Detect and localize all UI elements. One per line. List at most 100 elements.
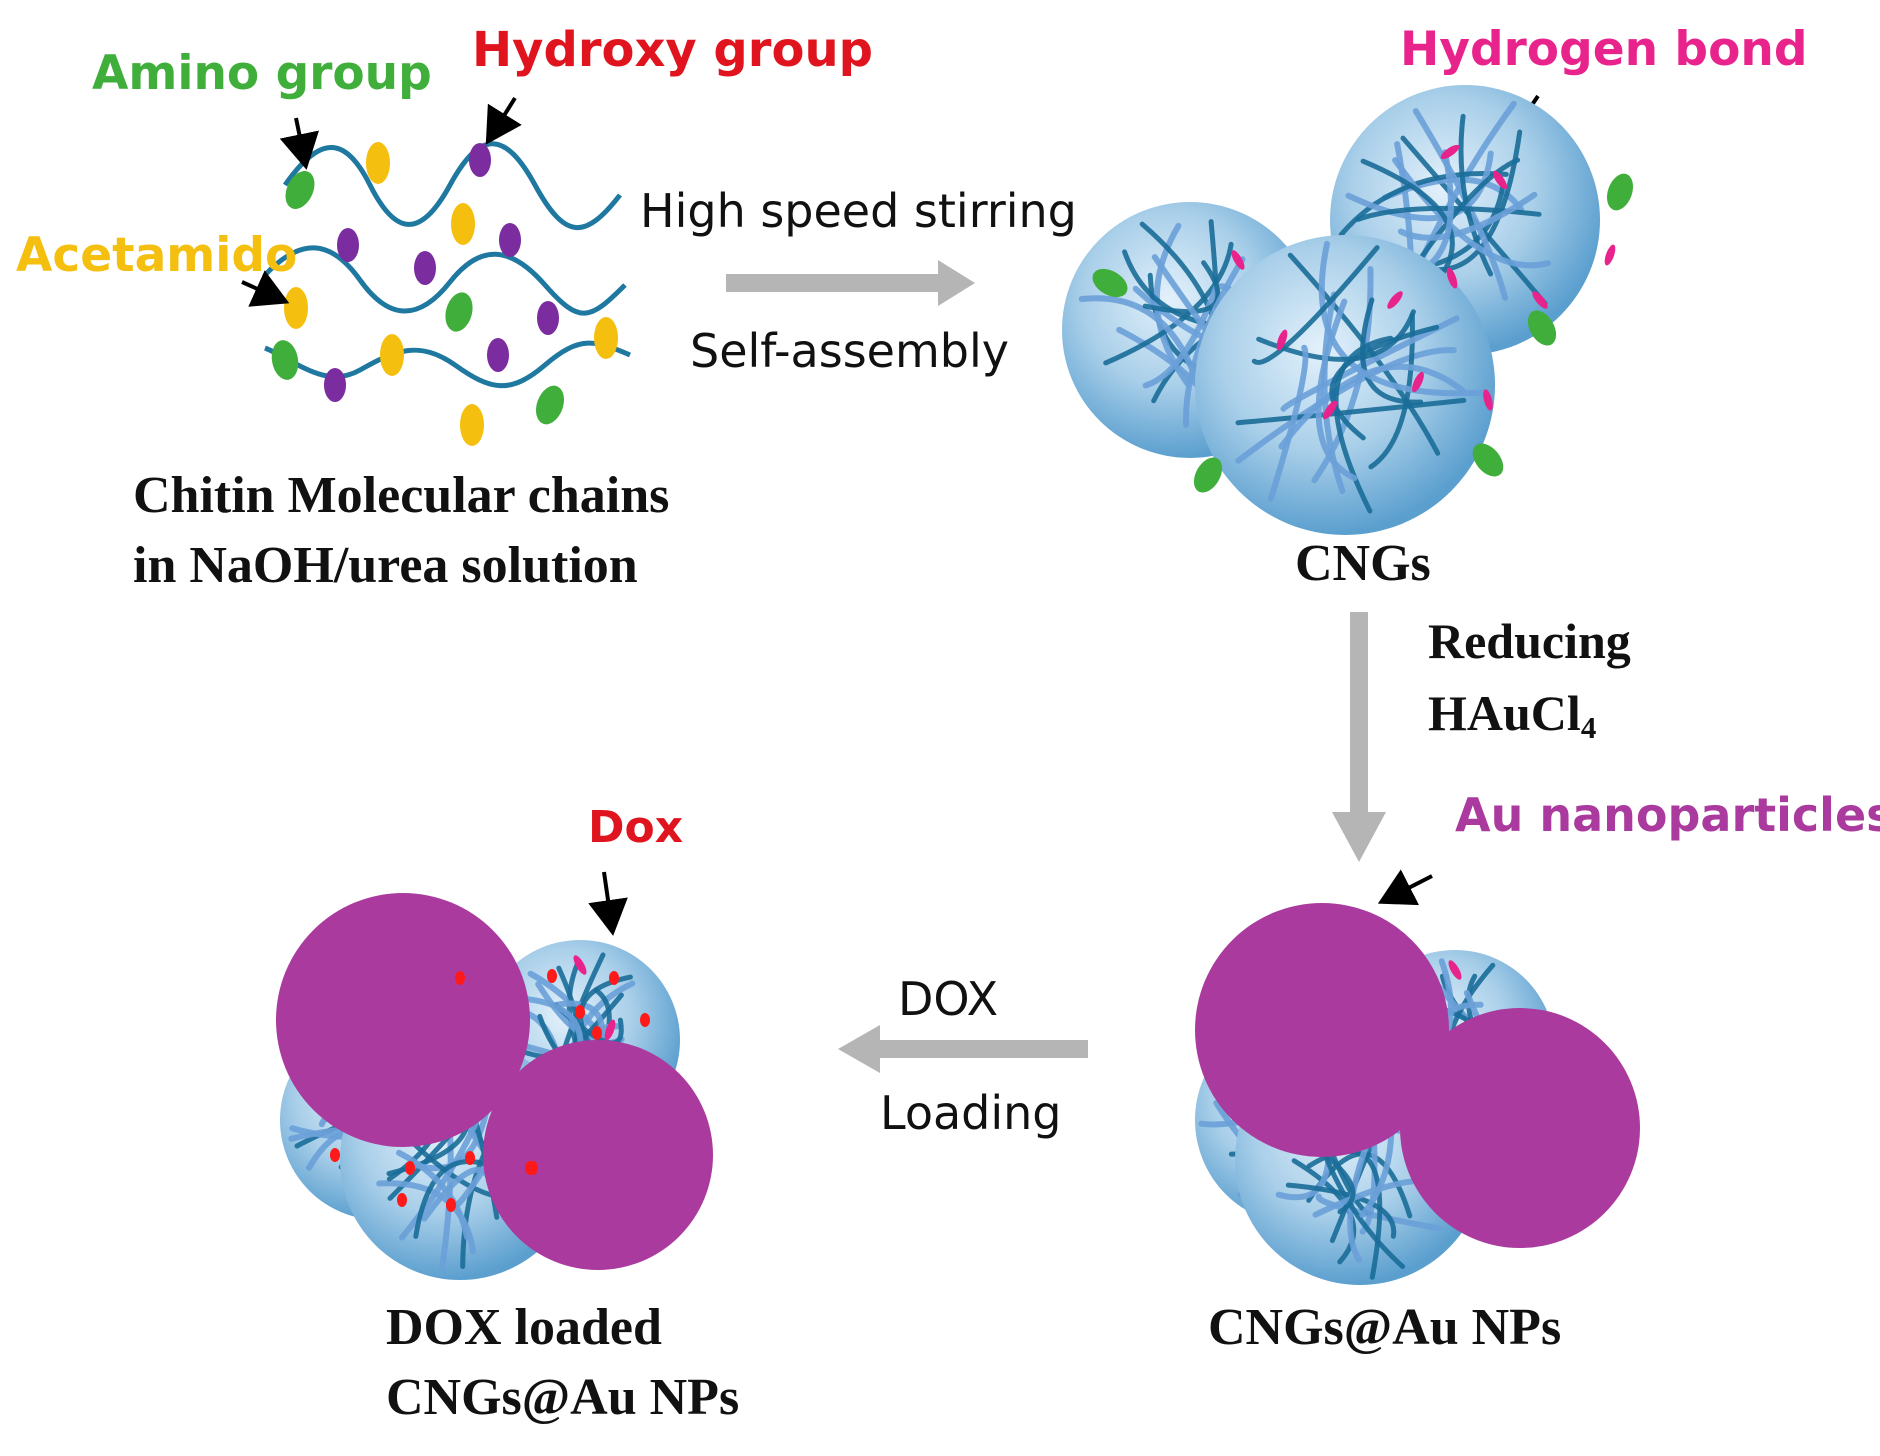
gel-fiber: [1251, 245, 1380, 365]
gel-fiber: [1397, 191, 1538, 241]
amino-group-label: Amino group: [92, 46, 432, 101]
gel-fiber: [396, 1149, 471, 1241]
chain-2: [263, 245, 627, 316]
hydrogen-bond-mark: [1387, 291, 1403, 309]
step3-label-line1: DOX: [898, 972, 999, 1026]
acetamido-bead: [380, 334, 404, 376]
amino-bead: [445, 292, 473, 332]
dox-molecule: [397, 1193, 407, 1207]
hydrogen-bond-mark: [1448, 960, 1462, 980]
hydrogen-bond-mark: [1412, 371, 1424, 393]
arrow-right-self-assembly: [726, 260, 975, 306]
dox-loaded-caption-line2: CNGs@Au NPs: [386, 1369, 740, 1426]
dox-molecule: [405, 1161, 415, 1175]
dox-molecule: [609, 971, 619, 985]
gel-fiber: [1280, 315, 1460, 412]
cngs-caption: CNGs: [1295, 535, 1431, 592]
dox-molecule: [455, 971, 465, 985]
acetamido-bead: [460, 404, 484, 446]
gel-fiber: [1278, 363, 1466, 450]
dox-molecule: [528, 1161, 538, 1175]
hydrogen-bond-mark: [1322, 400, 1338, 420]
hydroxy-bead: [414, 251, 436, 285]
dox-molecule: [592, 1026, 602, 1040]
dox-pointer-arrow: [588, 871, 628, 936]
chitin-chains: [263, 141, 631, 446]
gel-fiber: [1315, 298, 1358, 482]
hydroxy-bead: [337, 228, 359, 262]
process-arrows: [726, 260, 1386, 1073]
arrow-left-loading: [838, 1025, 1088, 1073]
chain-1: [282, 141, 622, 230]
hydroxy-bead: [537, 301, 559, 335]
hydrogen-bond-mark: [1604, 244, 1616, 266]
hydroxy-bead: [469, 143, 491, 177]
chitin-caption-line2: in NaOH/urea solution: [133, 537, 638, 594]
acetamido-bead: [451, 203, 475, 245]
au-pointer-arrow: [1377, 869, 1433, 906]
hydrogen-bond-label: Hydrogen bond: [1400, 22, 1808, 77]
hauclk-subscript: 4: [1580, 709, 1597, 745]
amino-surface-group: [1092, 268, 1128, 298]
chitin-caption-line1: Chitin Molecular chains: [133, 467, 670, 524]
dox-molecule: [465, 1151, 475, 1165]
hydrogen-bond-mark: [1532, 291, 1548, 309]
gel-sphere: [1195, 235, 1495, 535]
hydrogen-bond-mark: [604, 1019, 616, 1041]
au-nanoparticle: [1195, 903, 1449, 1157]
gel-fiber: [1267, 344, 1309, 502]
gel-fiber: [1458, 113, 1494, 277]
hauclk-formula: HAuCl: [1428, 685, 1581, 741]
hydroxy-bead: [487, 338, 509, 372]
gel-fiber: [1183, 256, 1246, 428]
acetamido-label: Acetamido: [16, 228, 298, 283]
hydrogen-bond-mark: [1276, 329, 1288, 351]
hydrogen-bond-mark: [573, 955, 587, 975]
au-nanoparticle: [276, 893, 530, 1147]
hydroxy-group-label: Hydroxy group: [472, 22, 873, 78]
gel-fiber: [1287, 252, 1441, 456]
amino-bead: [271, 340, 299, 380]
dox-loaded-caption-line1: DOX loaded: [386, 1299, 662, 1356]
hydrogen-bond-mark: [1483, 389, 1493, 411]
gel-fiber: [1142, 260, 1221, 315]
dox-molecule: [575, 1005, 585, 1019]
step3-label-line2: Loading: [880, 1086, 1062, 1140]
dox-molecule: [446, 1198, 456, 1212]
step1-label-line1: High speed stirring: [640, 184, 1077, 238]
cngs-au-caption: CNGs@Au NPs: [1208, 1299, 1562, 1356]
dox-loaded-cluster: [276, 893, 713, 1280]
dox-molecule: [547, 969, 557, 983]
acetamido-bead: [284, 287, 308, 329]
dox-molecule: [640, 1013, 650, 1027]
amino-bead: [535, 385, 565, 425]
gel-fiber: [1412, 108, 1509, 301]
step2-label-line2: HAuCl4: [1428, 688, 1596, 743]
hydrogen-bond-mark: [1231, 250, 1245, 270]
arrow-down-reducing: [1332, 612, 1386, 862]
hydroxy-bead: [499, 223, 521, 257]
cngs-au-cluster: [1195, 903, 1640, 1285]
cngs-nanogel-cluster: [1062, 85, 1634, 535]
amino-surface-group: [1193, 457, 1223, 493]
acetamido-pointer-arrow: [241, 270, 290, 307]
amino-surface-group: [1527, 310, 1557, 346]
hydroxy-pointer-arrow: [485, 96, 522, 145]
hydrogen-bond-mark: [1446, 267, 1458, 289]
amino-bead: [285, 171, 315, 209]
step1-label-line2: Self-assembly: [690, 324, 1009, 378]
gel-fiber: [1256, 309, 1416, 362]
hydroxy-bead: [324, 368, 346, 402]
amino-surface-group: [1472, 443, 1504, 477]
dox-label: Dox: [588, 802, 684, 853]
acetamido-bead: [594, 317, 618, 359]
gel-fiber: [1360, 158, 1455, 292]
au-nanoparticles-label: Au nanoparticles: [1455, 788, 1880, 842]
hydrogen-bond-mark: [1440, 144, 1460, 160]
amino-pointer-arrow: [279, 117, 319, 170]
acetamido-bead: [366, 142, 390, 184]
step2-label-line1: Reducing: [1428, 613, 1631, 669]
au-nanoparticle: [483, 1040, 713, 1270]
